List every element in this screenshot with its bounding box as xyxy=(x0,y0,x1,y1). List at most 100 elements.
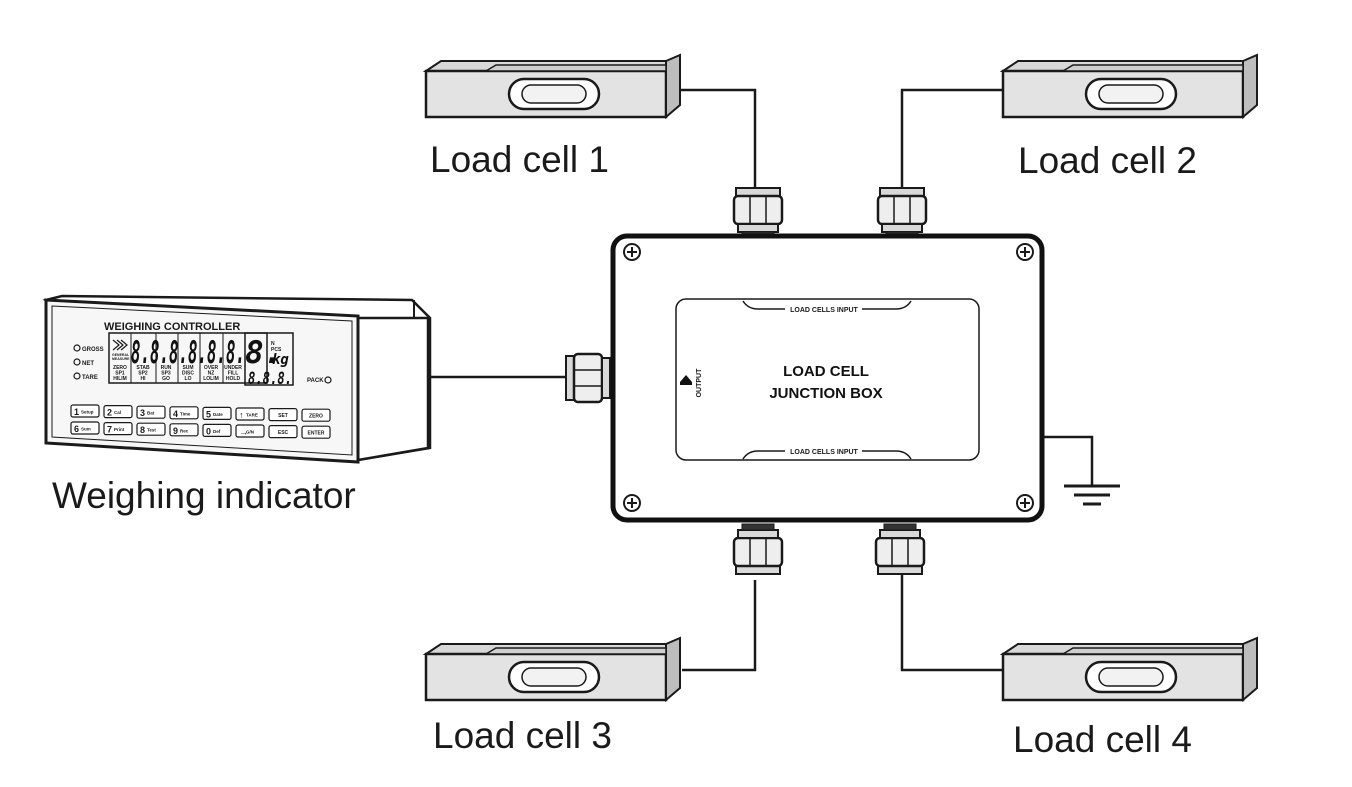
key-number: 8 xyxy=(140,425,145,435)
logo-text-2: MEASURE xyxy=(112,357,130,361)
unit-pcs-label: PCS xyxy=(271,347,282,353)
key-label: Setup xyxy=(81,410,94,415)
tare-led-icon xyxy=(73,372,81,380)
key-number: 9 xyxy=(173,426,178,436)
key-label: TARE xyxy=(246,413,258,418)
key-number: 2 xyxy=(107,408,112,418)
load-cell-4-label: Load cell 4 xyxy=(1013,719,1192,760)
key-label: Sum xyxy=(81,427,91,432)
annunciator-hilim: HILIM xyxy=(113,376,127,382)
key-number: 3 xyxy=(140,408,145,418)
cable-gland-output xyxy=(564,352,618,404)
annunciator-sp2: SP2 xyxy=(138,371,148,377)
key-number: ↑ xyxy=(239,410,244,420)
key-tare[interactable]: ↑TARE xyxy=(235,407,265,421)
gross-label: GROSS xyxy=(82,347,104,353)
net-led-icon xyxy=(73,358,81,366)
key-zero[interactable]: ZERO xyxy=(301,408,331,422)
annunciator-fill: FILL xyxy=(228,371,239,377)
key-label: Def xyxy=(213,429,221,434)
load-cell-1-image xyxy=(424,53,682,119)
load-cells-input-label-bottom: LOAD CELLS INPUT xyxy=(790,449,858,456)
annunciator-hi: HI xyxy=(141,376,147,382)
key-gn[interactable]: →G/N xyxy=(235,424,265,438)
key-number: 0 xyxy=(206,426,211,436)
logo-text-1: GENERAL xyxy=(112,353,130,357)
annunciator-hold: HOLD xyxy=(226,376,241,382)
main-weight-digits: 8.8.8.8.8.8. xyxy=(131,335,245,371)
key-label: Test xyxy=(147,428,156,433)
key-esc[interactable]: ESC xyxy=(268,425,298,439)
cable-gland-top-left xyxy=(732,186,784,240)
annunciator-sp1: SP1 xyxy=(115,371,125,377)
output-label: OUTPUT xyxy=(696,368,703,398)
key-label: Time xyxy=(180,411,191,416)
cable-load-cell-2 xyxy=(900,88,1005,190)
key-label: ZERO xyxy=(309,414,323,420)
key-number: 4 xyxy=(173,409,178,419)
ground-icon xyxy=(1064,484,1120,506)
load-cell-2-label: Load cell 2 xyxy=(1018,140,1197,181)
annunciator-under: UNDER xyxy=(224,365,242,371)
junction-box-title-line1: LOAD CELL xyxy=(783,363,869,380)
aux-digits: 8.8.8. xyxy=(248,369,292,389)
key-enter[interactable]: ENTER xyxy=(301,425,331,439)
key-number: 7 xyxy=(107,425,112,435)
annunciator-over: OVER xyxy=(204,365,219,371)
cable-load-cell-4 xyxy=(900,570,1005,672)
annunciator-labels: ZEROSP1HILIMSTABSP2HIRUNSP3GOSUMDISCLOOV… xyxy=(113,365,242,382)
key-number: 1 xyxy=(74,407,79,417)
annunciator-lolim: LOLIM xyxy=(203,376,219,382)
junction-box: LOAD CELLS INPUT LOAD CELLS INPUT LOAD C… xyxy=(564,186,1045,576)
cable-gland-bottom-right xyxy=(874,522,926,576)
pack-label: PACK xyxy=(307,378,324,384)
junction-box-title-line2: JUNCTION BOX xyxy=(769,385,882,402)
indicator-display xyxy=(108,332,268,384)
annunciator-run: RUN xyxy=(161,365,172,371)
key-number: → xyxy=(239,427,248,437)
key-label: Rec xyxy=(180,428,189,433)
unit-n-label: N xyxy=(271,341,275,347)
main-weight-digit-last: 8. xyxy=(245,335,282,371)
cables xyxy=(428,88,1094,672)
load-cell-1-label: Load cell 1 xyxy=(430,139,609,180)
net-label: NET xyxy=(82,361,94,367)
load-cell-3-image xyxy=(424,636,682,702)
key-label: Print xyxy=(114,427,125,432)
annunciator-nz: NZ xyxy=(208,371,215,377)
cable-ground xyxy=(1042,435,1094,485)
load-cells-input-label-top: LOAD CELLS INPUT xyxy=(790,307,858,314)
key-number: 5 xyxy=(206,409,211,419)
unit-kg-label: kg xyxy=(272,352,289,368)
weighing-indicator-label: Weighing indicator xyxy=(52,475,356,516)
cable-load-cell-3 xyxy=(682,580,757,672)
cable-load-cell-1 xyxy=(680,88,757,190)
cable-gland-top-right xyxy=(876,186,928,240)
annunciator-lo: LO xyxy=(185,376,192,382)
key-label: Bat xyxy=(147,411,155,416)
tare-label: TARE xyxy=(82,375,98,381)
annunciator-disc: DISC xyxy=(182,371,194,377)
annunciator-stab: STAB xyxy=(136,365,150,371)
weighing-indicator: WEIGHING CONTROLLER GROSS NET TARE GENER… xyxy=(42,294,432,464)
key-set[interactable]: SET xyxy=(268,408,298,422)
annunciator-sum: SUM xyxy=(182,365,193,371)
key-number: 6 xyxy=(74,424,79,434)
gross-led-icon xyxy=(73,344,81,352)
indicator-front-panel xyxy=(44,298,360,464)
annunciator-go: GO xyxy=(162,376,170,382)
key-label: ESC xyxy=(278,430,289,436)
annunciator-zero: ZERO xyxy=(113,365,127,371)
